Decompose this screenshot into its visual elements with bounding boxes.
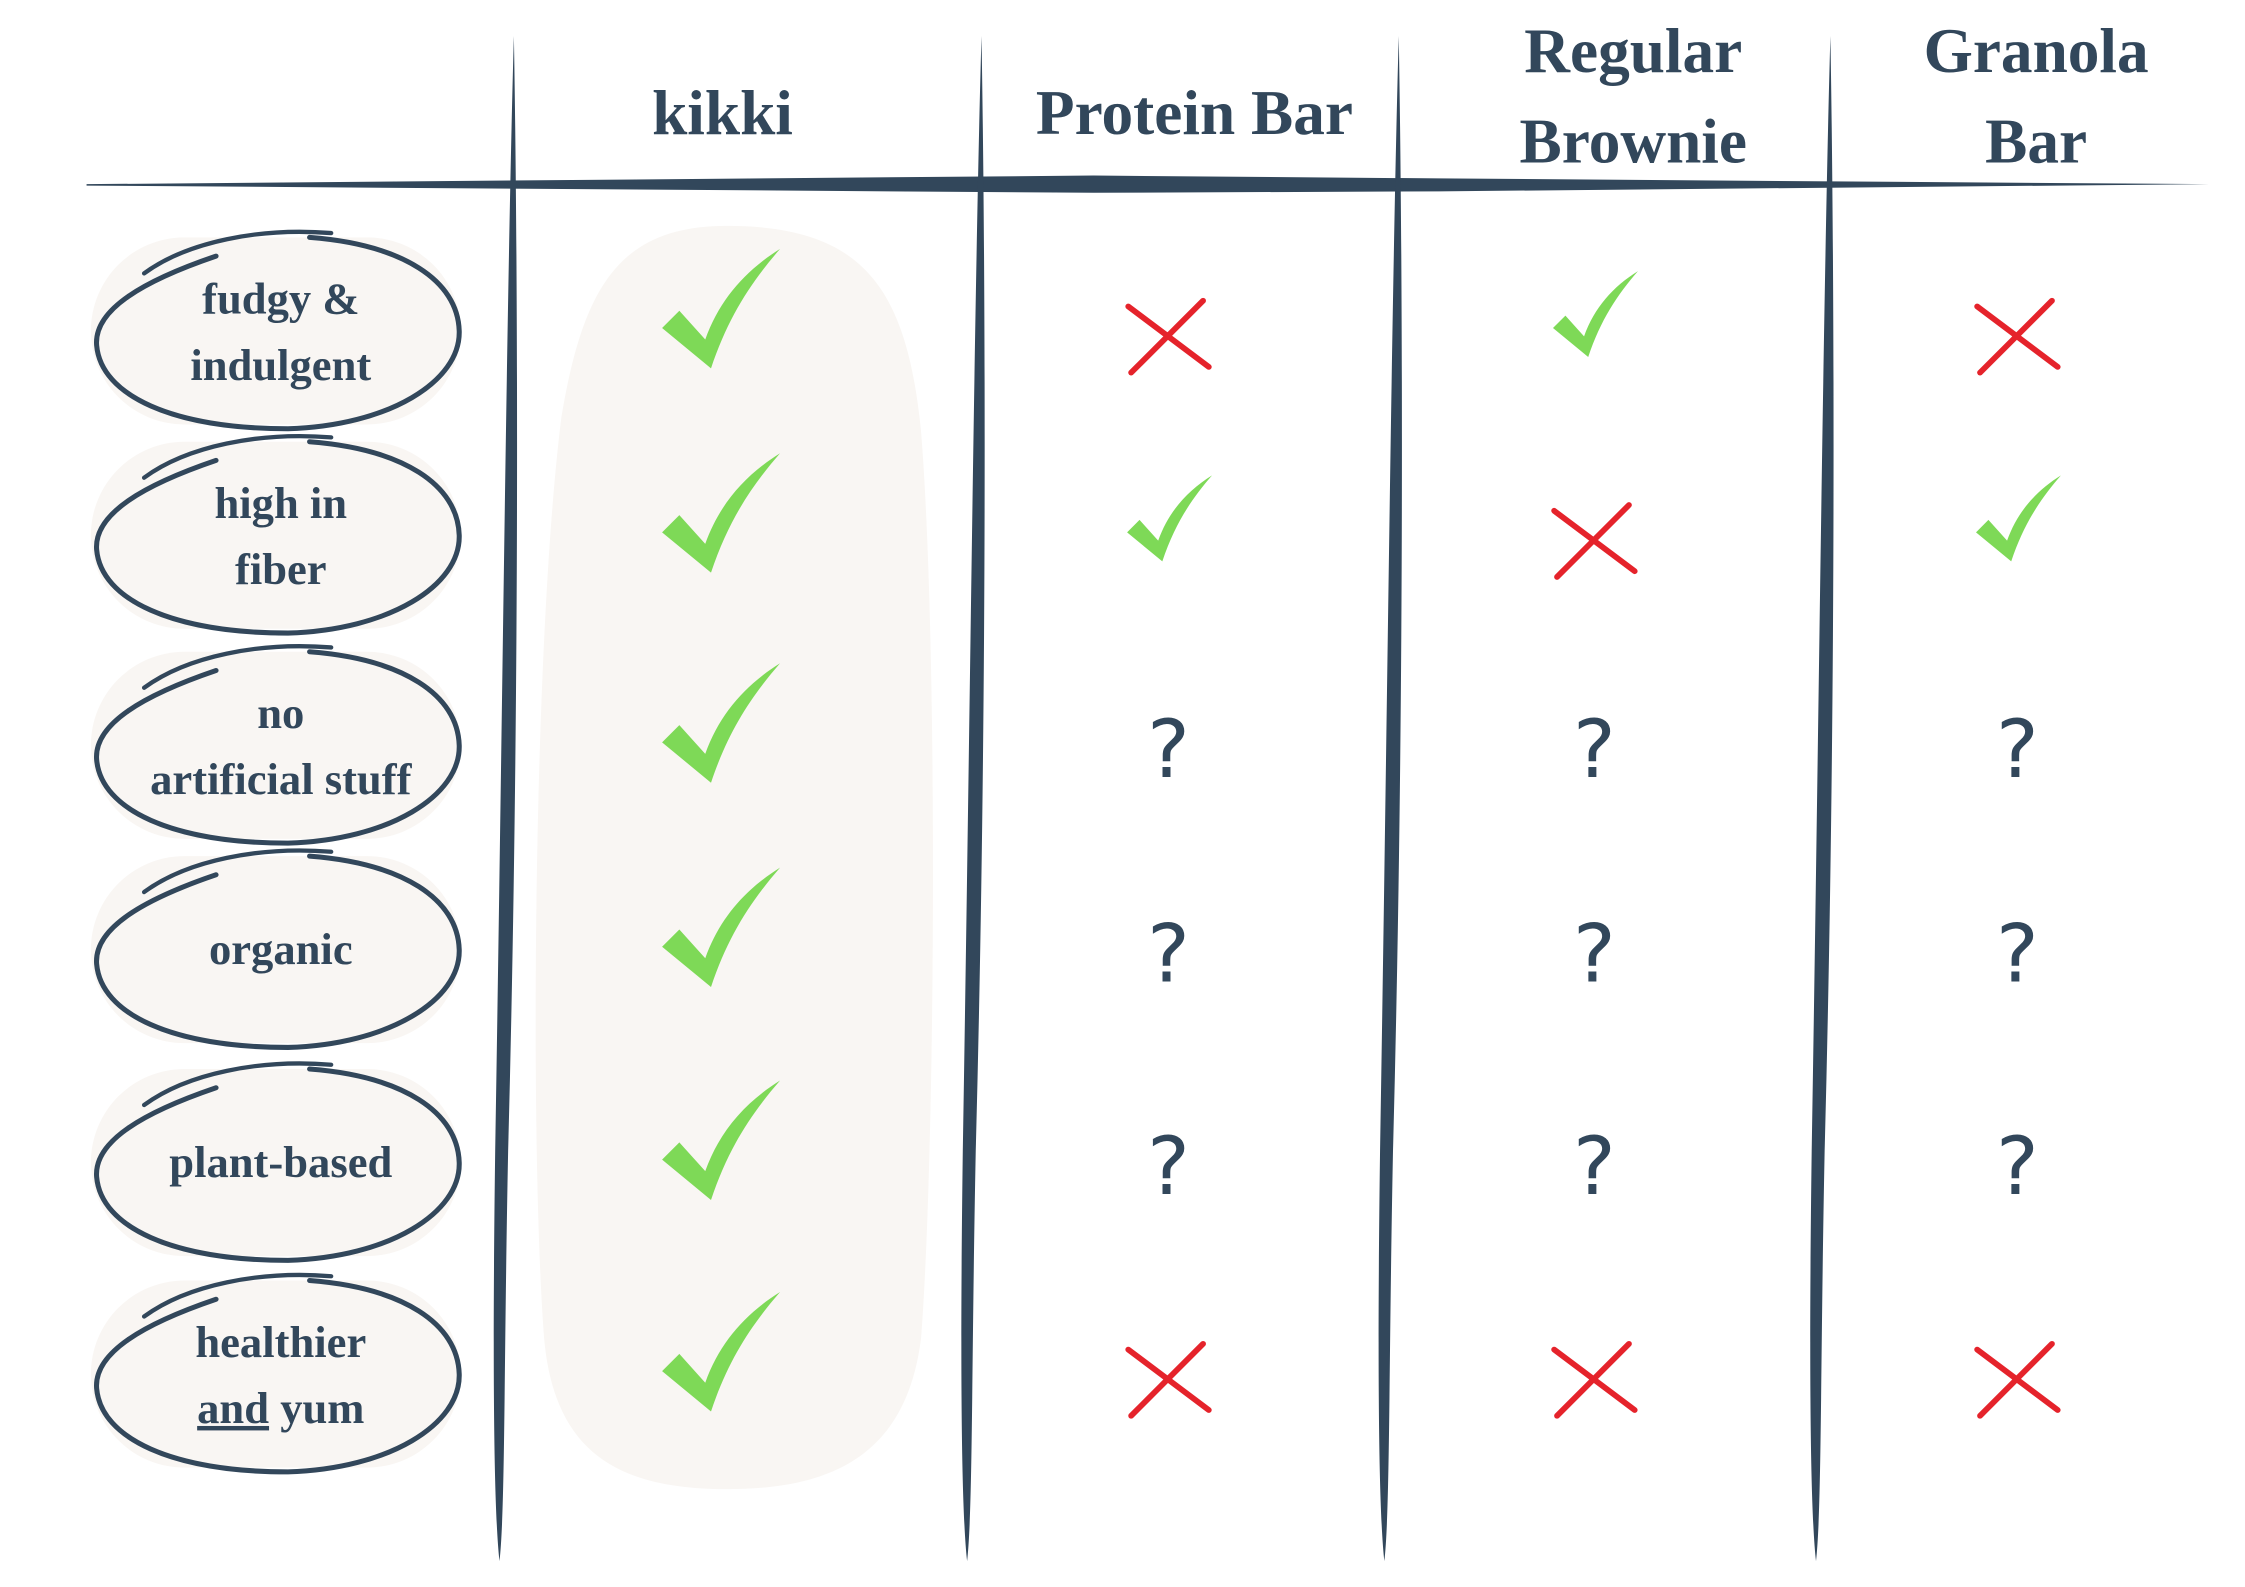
label-background xyxy=(90,1280,461,1468)
label-background xyxy=(90,856,461,1044)
question-mark-icon: ? xyxy=(1147,1120,1190,1214)
cross-stroke xyxy=(1128,1340,1206,1419)
label-ellipse-stroke xyxy=(141,848,334,895)
label-background xyxy=(90,237,461,425)
label-background xyxy=(90,651,461,839)
column-divider-3 xyxy=(1378,35,1402,1562)
check-icon xyxy=(1975,475,2061,562)
column-header-protein-bar: Protein Bar xyxy=(1036,78,1353,148)
row-label-text: healthier xyxy=(195,1317,366,1367)
label-ellipse-outline xyxy=(94,439,462,636)
question-mark-icon: ? xyxy=(1996,703,2039,797)
header-divider-line xyxy=(86,175,2209,193)
check-icon xyxy=(662,1080,781,1200)
label-ellipse-outline xyxy=(94,234,462,432)
cross-icon xyxy=(1125,1340,1212,1419)
row-label-text: and yum xyxy=(197,1383,364,1433)
label-ellipse-stroke xyxy=(141,434,334,480)
column-header-text: Brownie xyxy=(1520,107,1747,177)
row-label-text: no xyxy=(257,688,304,738)
check-icon xyxy=(662,453,781,573)
cross-stroke xyxy=(1128,297,1206,376)
column-divider-1 xyxy=(493,35,518,1562)
row-label-fudgy-indulgent: fudgy & indulgent xyxy=(90,229,462,432)
column-header-kikki: kikki xyxy=(652,78,793,148)
check-icon xyxy=(662,663,781,783)
label-ellipse-stroke xyxy=(141,644,334,690)
question-mark-icon: ? xyxy=(1573,1120,1616,1214)
column-divider-2 xyxy=(961,35,985,1562)
row-label-healthier-and-yum: healthier and yum xyxy=(90,1272,462,1475)
cross-stroke xyxy=(1977,297,2055,376)
row-label-text: fiber xyxy=(235,544,327,594)
kikki-highlight xyxy=(535,225,933,1490)
row-label-text: indulgent xyxy=(190,340,371,390)
label-ellipse-outline xyxy=(94,1278,462,1475)
row-label-text: fudgy & xyxy=(202,274,359,324)
question-mark-icon: ? xyxy=(1996,1120,2039,1214)
column-header-text: Bar xyxy=(1985,107,2087,177)
label-ellipse-outline xyxy=(94,853,462,1050)
label-background xyxy=(90,441,461,629)
label-rest: yum xyxy=(269,1383,364,1433)
check-icon xyxy=(1127,475,1213,562)
label-ellipse-stroke xyxy=(141,1061,334,1108)
question-mark-icon: ? xyxy=(1996,907,2039,1001)
check-icon xyxy=(1552,271,1638,358)
question-mark-icon: ? xyxy=(1573,703,1616,797)
cross-icon xyxy=(1551,502,1638,580)
cross-icon xyxy=(1974,297,2061,376)
column-header-text: Granola xyxy=(1924,16,2149,86)
row-label-no-artificial-stuff: no artificial stuff xyxy=(90,644,462,846)
question-mark-icon: ? xyxy=(1573,907,1616,1001)
column-header-text: Regular xyxy=(1524,16,1742,86)
cross-stroke xyxy=(1977,1340,2055,1419)
check-icon xyxy=(662,867,781,988)
row-label-organic: organic xyxy=(90,848,462,1050)
label-ellipse-outline xyxy=(94,1066,462,1263)
label-ellipse-stroke xyxy=(141,1272,334,1319)
column-divider-4 xyxy=(1810,35,1834,1562)
cross-icon xyxy=(1974,1340,2061,1419)
row-label-text: artificial stuff xyxy=(150,754,412,804)
label-ellipse-outline xyxy=(94,649,462,846)
row-label-text: high in xyxy=(214,478,347,528)
column-header-text: Protein Bar xyxy=(1036,78,1353,148)
question-mark-icon: ? xyxy=(1147,907,1190,1001)
check-icon xyxy=(662,1292,781,1412)
label-ellipse-stroke xyxy=(141,229,334,276)
label-background xyxy=(90,1069,461,1257)
cross-stroke xyxy=(1554,502,1632,580)
row-label-high-in-fiber: high in fiber xyxy=(90,434,462,636)
underlined-word: and xyxy=(197,1383,269,1433)
check-icon xyxy=(662,248,781,369)
column-header-text: kikki xyxy=(652,78,793,148)
cross-icon xyxy=(1125,297,1212,376)
row-label-text: organic xyxy=(209,924,353,974)
cross-icon xyxy=(1551,1340,1638,1419)
row-label-plant-based: plant-based xyxy=(90,1061,462,1263)
question-mark-icon: ? xyxy=(1147,703,1190,797)
cross-stroke xyxy=(1554,1340,1632,1419)
row-label-text: plant-based xyxy=(169,1137,392,1187)
